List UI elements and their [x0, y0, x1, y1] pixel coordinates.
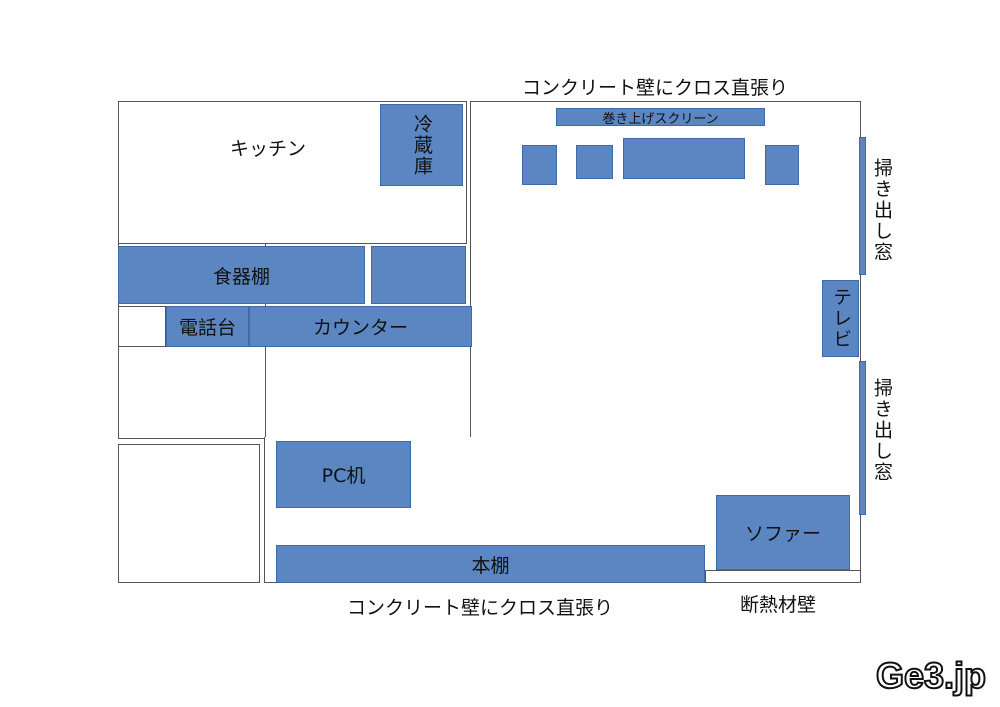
insulated-wall-label: 断熱材壁 [740, 594, 817, 616]
dish-shelf: 食器棚 [118, 246, 365, 304]
tv-label: テレビ [830, 287, 852, 350]
phone-stand-label: 電話台 [178, 317, 236, 339]
fridge: 冷蔵庫 [380, 104, 463, 186]
phone-corner-box [118, 306, 166, 347]
counter: カウンター [249, 306, 472, 347]
pc-desk-label: PC机 [321, 465, 366, 487]
window-top-label: 掃き出し窓 [871, 158, 893, 268]
fridge-label: 冷蔵庫 [411, 113, 433, 177]
bookshelf: 本棚 [276, 545, 705, 583]
window-top-text: 掃き出し窓 [871, 158, 893, 263]
window-bottom-text: 掃き出し窓 [871, 378, 893, 483]
window-top [859, 137, 866, 275]
sofa: ソファー [716, 495, 850, 570]
phone-stand: 電話台 [166, 306, 249, 347]
roller-screen: 巻き上げスクリーン [556, 108, 765, 127]
speaker-right [765, 145, 799, 185]
bottom-wall-label: コンクリート壁にクロス直張り [347, 597, 614, 619]
kitchen-label: キッチン [230, 138, 307, 160]
counter-label: カウンター [312, 317, 408, 339]
av-rack [623, 138, 745, 179]
tv: テレビ [822, 280, 859, 357]
roller-screen-label: 巻き上げスクリーン [602, 111, 719, 127]
sofa-label: ソファー [744, 523, 821, 545]
insulated-wall-strip [705, 570, 861, 583]
speaker-center-left [576, 145, 613, 179]
bookshelf-label: 本棚 [471, 554, 510, 577]
window-bottom [859, 361, 866, 515]
speaker-left [522, 145, 557, 185]
ge3-logo: Ge3.jp [875, 654, 987, 697]
dish-shelf-label: 食器棚 [212, 265, 270, 288]
top-wall-label: コンクリート壁にクロス直張り [522, 77, 789, 99]
dish-shelf-side [371, 246, 466, 304]
left-room [118, 444, 260, 583]
window-bottom-label: 掃き出し窓 [871, 378, 893, 488]
pc-desk: PC机 [276, 441, 411, 508]
